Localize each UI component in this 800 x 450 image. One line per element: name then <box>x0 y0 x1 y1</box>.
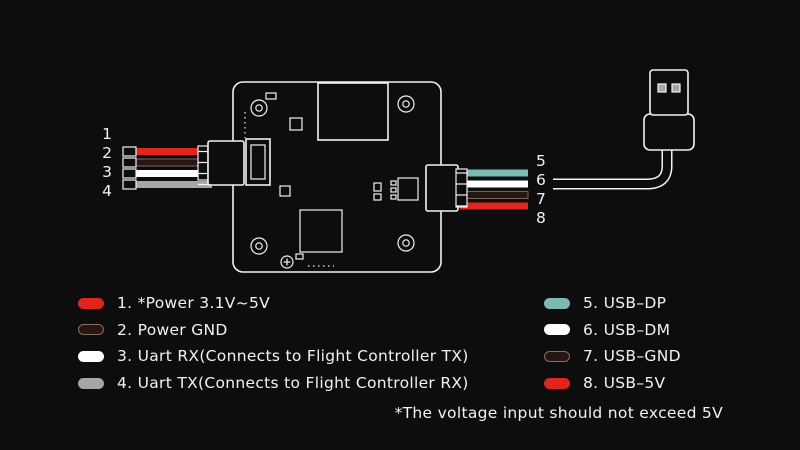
pin-number-1: 1 <box>102 125 112 143</box>
usb-plug-ridge <box>455 168 468 208</box>
mounting-hole-inner <box>402 239 410 247</box>
mounting-hole <box>250 237 268 255</box>
uart-socket-body <box>245 138 271 186</box>
usb-pad-pin <box>390 194 397 200</box>
pin-number-4: 4 <box>102 182 112 200</box>
wire-uart-rx <box>136 170 212 177</box>
legend-label: 3. Uart RX(Connects to Flight Controller… <box>117 347 469 366</box>
legend-label: 1. *Power 3.1V~5V <box>117 294 271 313</box>
wire-color-swatch <box>78 377 104 389</box>
mounting-hole-inner <box>402 100 410 108</box>
usb-plug <box>643 69 695 151</box>
usb-harness: 5 6 7 8 <box>425 152 546 227</box>
legend-item-usb-gnd: 7. USB–GND <box>544 343 681 370</box>
usb-pad-pin <box>390 187 397 193</box>
crimp-pin <box>122 168 137 179</box>
wire-power <box>136 148 212 155</box>
uart-harness: 1 2 3 4 <box>102 125 245 200</box>
usb-socket-pads <box>390 177 419 201</box>
wire-color-swatch <box>78 297 104 309</box>
mounting-hole <box>397 95 415 113</box>
usb-plug-shield <box>649 69 689 116</box>
legend-label: 7. USB–GND <box>583 347 681 366</box>
crimp-pin <box>122 157 137 168</box>
pcb-component <box>373 182 382 192</box>
legend-right-column: 5. USB–DP 6. USB–DM 7. USB–GND 8. USB–5V <box>544 290 681 396</box>
pin-number-6: 6 <box>536 171 546 189</box>
legend-label: 8. USB–5V <box>583 374 666 393</box>
legend-left-column: 1. *Power 3.1V~5V 2. Power GND 3. Uart R… <box>78 290 469 396</box>
pin-number-3: 3 <box>102 163 112 181</box>
usb-cable <box>551 147 673 190</box>
legend-label: 6. USB–DM <box>583 320 671 339</box>
uart-socket <box>245 138 271 186</box>
pcb-component <box>295 253 304 260</box>
wire-color-swatch <box>544 297 570 309</box>
mounting-hole <box>397 234 415 252</box>
legend-item-power: 1. *Power 3.1V~5V <box>78 290 469 317</box>
wire-color-swatch <box>78 350 104 362</box>
usb-cable-core <box>551 147 671 188</box>
secondary-chip <box>299 209 343 253</box>
uart-plug-housing <box>207 140 245 186</box>
voltage-warning-note: *The voltage input should not exceed 5V <box>394 404 723 422</box>
usb-cable-outline <box>553 149 673 190</box>
usb-pad-block <box>397 177 419 201</box>
wire-usb-dp <box>460 169 528 177</box>
mounting-holes <box>250 95 415 255</box>
pcb-board <box>232 81 442 273</box>
wire-usb-5v <box>460 202 528 210</box>
legend-item-usb-5v: 8. USB–5V <box>544 370 681 397</box>
pin-number-8: 8 <box>536 209 546 227</box>
uart-socket-inner <box>250 144 266 180</box>
wire-color-swatch <box>78 324 104 336</box>
pin-number-7: 7 <box>536 190 546 208</box>
pcb-details <box>244 92 382 269</box>
pin-number-2: 2 <box>102 144 112 162</box>
usb-plug-housing-jst <box>425 164 459 212</box>
boot-button <box>280 255 294 269</box>
usb-plug-hole <box>657 83 667 93</box>
crimp-pin <box>122 146 137 157</box>
usb-plug-body <box>643 113 695 151</box>
crimp-pin <box>122 179 137 190</box>
main-chip <box>317 82 389 141</box>
wire-color-swatch <box>544 324 570 336</box>
legend-label: 4. Uart TX(Connects to Flight Controller… <box>117 374 469 393</box>
pcb-component <box>373 193 382 201</box>
mounting-hole-inner <box>255 242 263 250</box>
wire-uart-tx <box>136 181 212 188</box>
usb-pad-pin <box>390 180 397 186</box>
wire-color-swatch <box>544 377 570 389</box>
legend-item-uart-rx: 3. Uart RX(Connects to Flight Controller… <box>78 343 469 370</box>
legend-label: 2. Power GND <box>117 320 228 339</box>
legend-label: 5. USB–DP <box>583 294 667 313</box>
wire-usb-dm <box>460 180 528 188</box>
legend-item-usb-dp: 5. USB–DP <box>544 290 681 317</box>
mounting-hole-inner <box>255 104 263 112</box>
legend-item-gnd: 2. Power GND <box>78 317 469 344</box>
pcb-component <box>279 185 291 197</box>
wire-usb-gnd <box>459 191 529 199</box>
legend-item-usb-dm: 6. USB–DM <box>544 317 681 344</box>
pin-number-5: 5 <box>536 152 546 170</box>
wire-color-swatch <box>544 350 570 362</box>
legend-item-uart-tx: 4. Uart TX(Connects to Flight Controller… <box>78 370 469 397</box>
usb-plug-hole <box>671 83 681 93</box>
mounting-hole <box>250 99 268 117</box>
pcb-component <box>289 117 303 131</box>
pcb-component <box>265 92 277 100</box>
